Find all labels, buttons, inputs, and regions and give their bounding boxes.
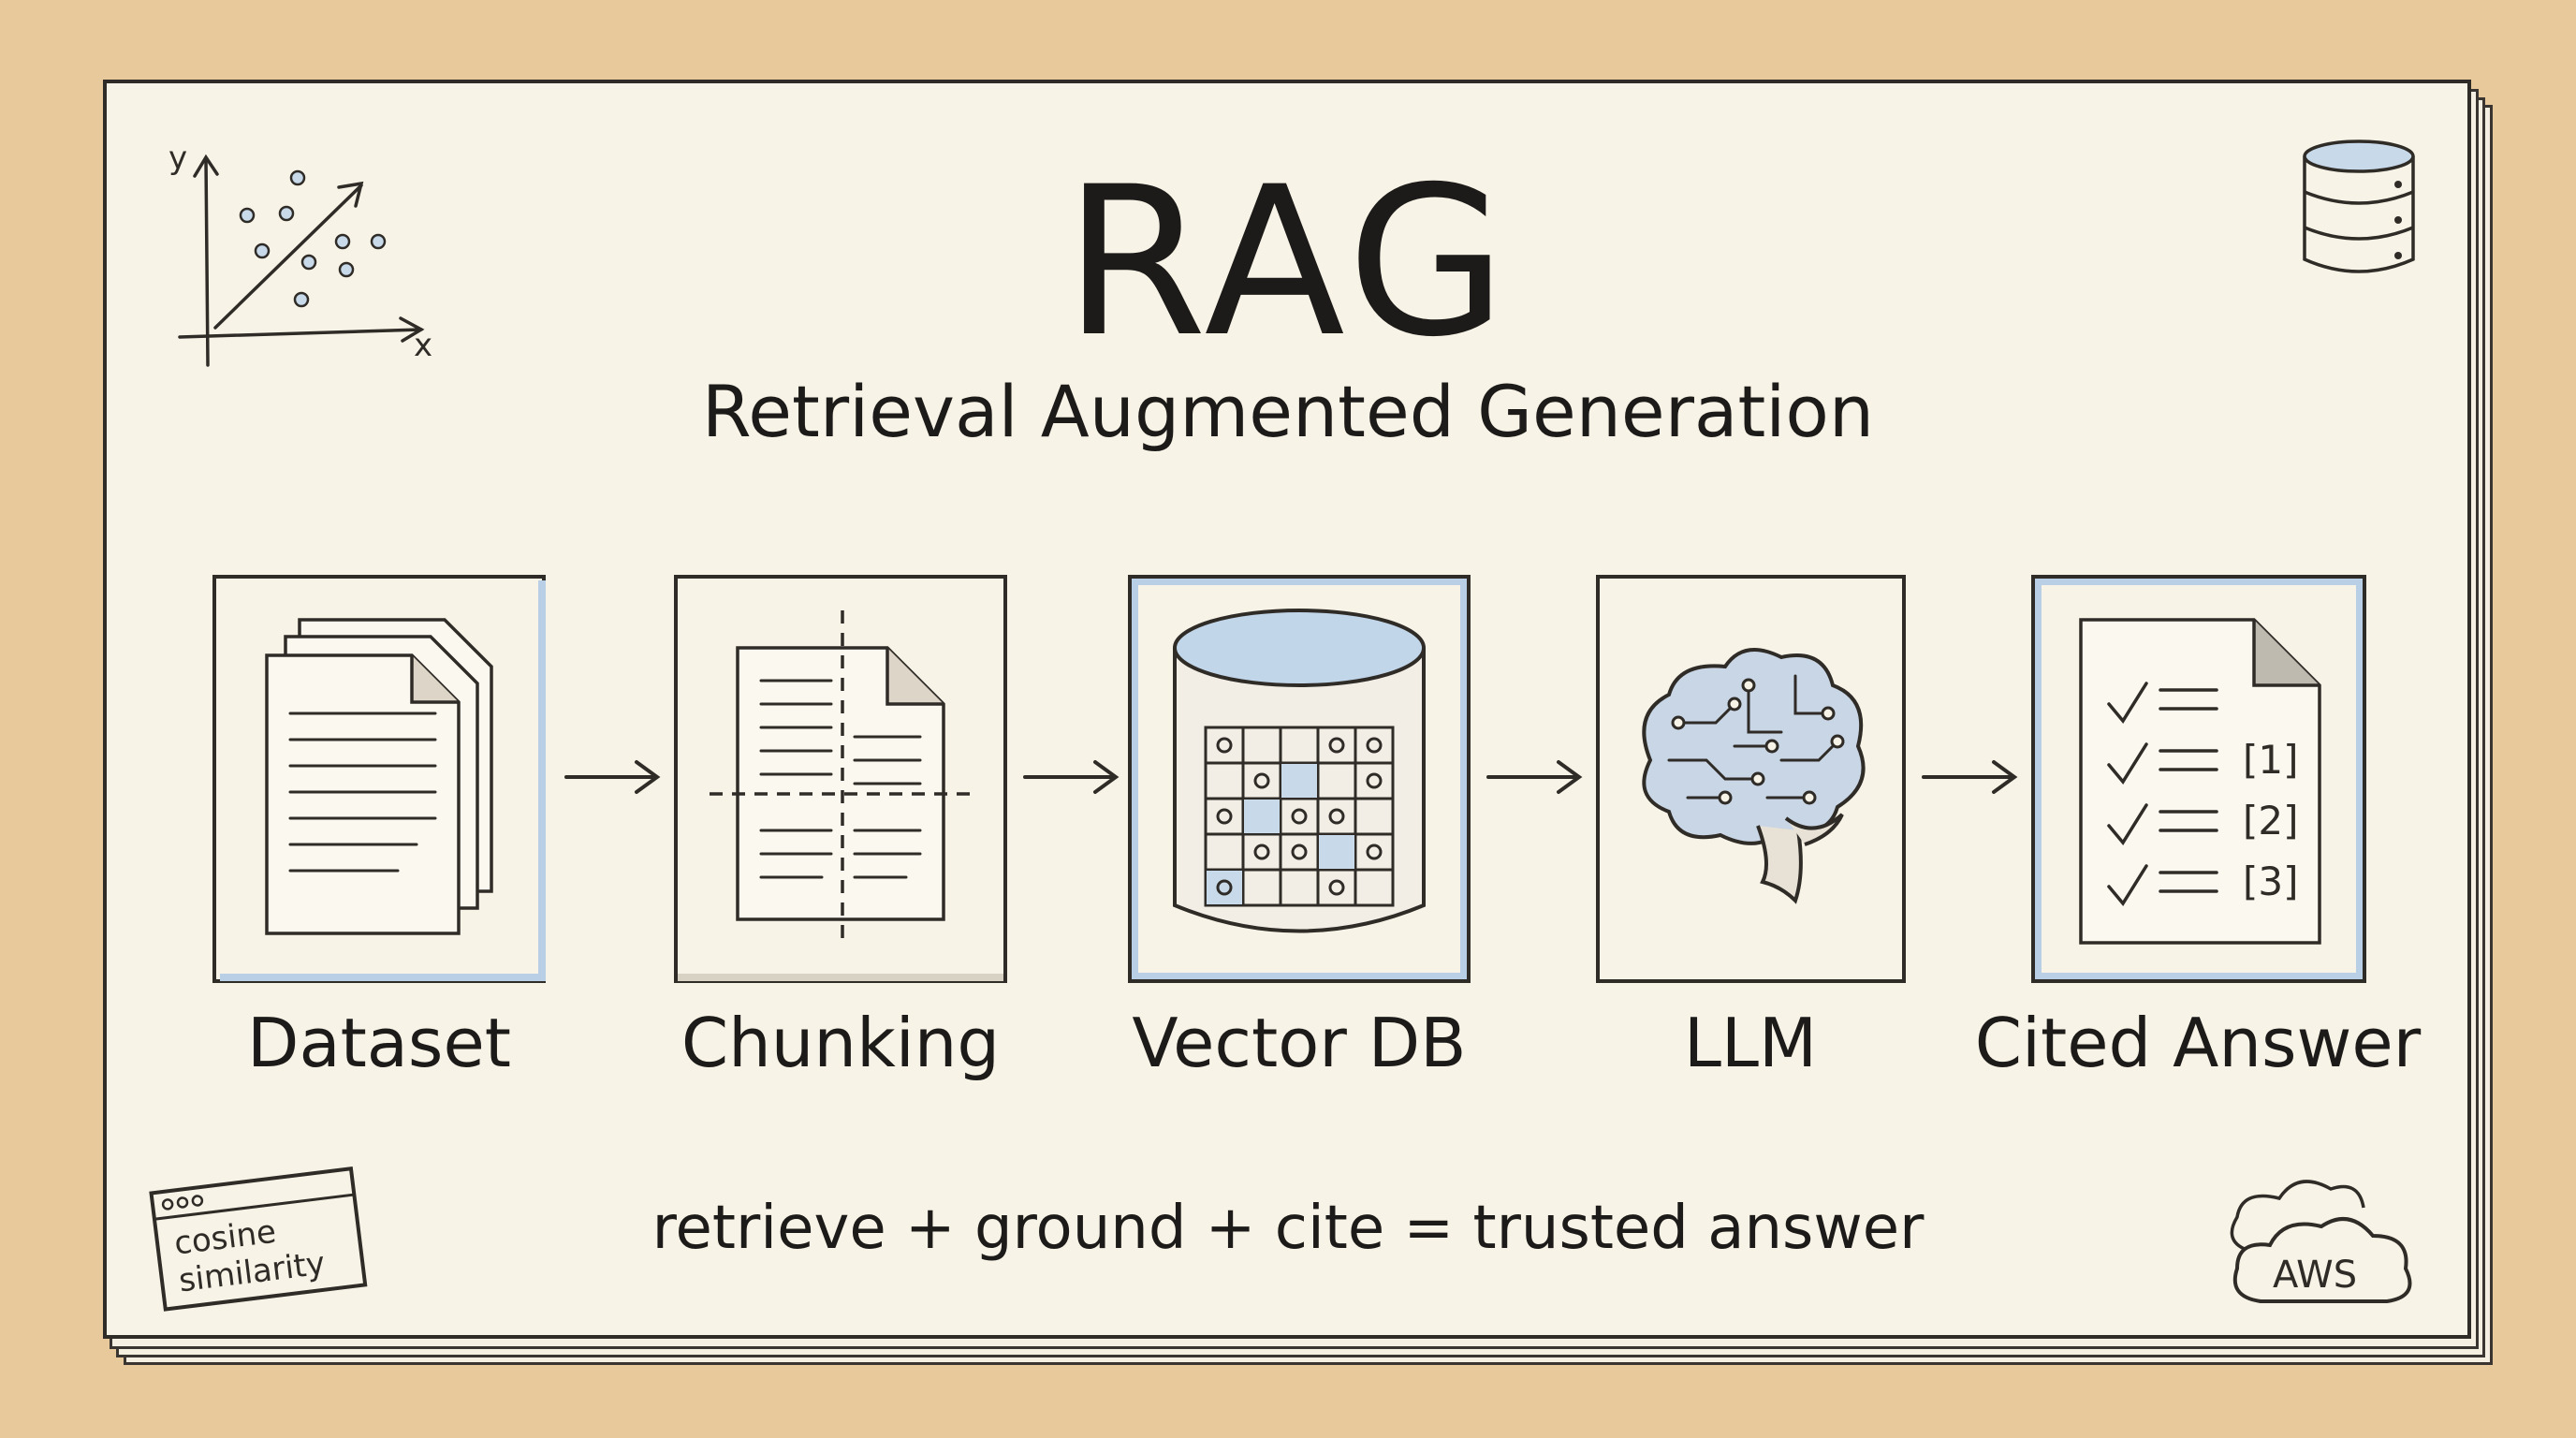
vector-db-step [1126,573,1471,985]
cloud-icon: AWS [2230,1180,2412,1303]
cloud-label: AWS [2273,1254,2357,1297]
brain-circuit-icon [1596,575,1906,983]
vector-db-label: Vector DB [1132,1004,1467,1082]
cited-checklist-icon: [1] [2] [3] [2031,575,2366,983]
plot-x-label: x [414,327,432,364]
arrow-icon [564,760,661,794]
chunking-step [672,573,1009,985]
citation-3: [3] [2243,858,2299,904]
scatter-plot-icon: y x [168,139,432,367]
chunking-label: Chunking [681,1004,1001,1082]
dataset-label: Dataset [247,1004,511,1082]
dataset-step [211,573,548,985]
browser-window-icon: cosine similarity [149,1167,368,1312]
rag-formula: retrieve + ground + cite = trusted answe… [651,1194,1925,1263]
arrow-icon [1922,760,2018,794]
page-subtitle: Retrieval Augmented Generation [701,370,1875,453]
citation-1: [1] [2243,737,2299,783]
documents-stack-icon [212,575,546,983]
chunked-document-icon [674,575,1007,983]
arrow-icon [1023,760,1120,794]
citation-2: [2] [2243,798,2299,844]
llm-label: LLM [1683,1004,1818,1082]
cited-answer-step: [1] [2] [3] [2029,573,2366,985]
page-title: RAG [1063,142,1513,382]
cited-answer-label: Cited Answer [1974,1004,2422,1082]
llm-step [1594,573,1931,985]
plot-y-label: y [168,139,187,177]
database-icon [2303,139,2415,273]
arrow-icon [1486,760,1583,794]
vector-database-icon [1128,575,1471,983]
